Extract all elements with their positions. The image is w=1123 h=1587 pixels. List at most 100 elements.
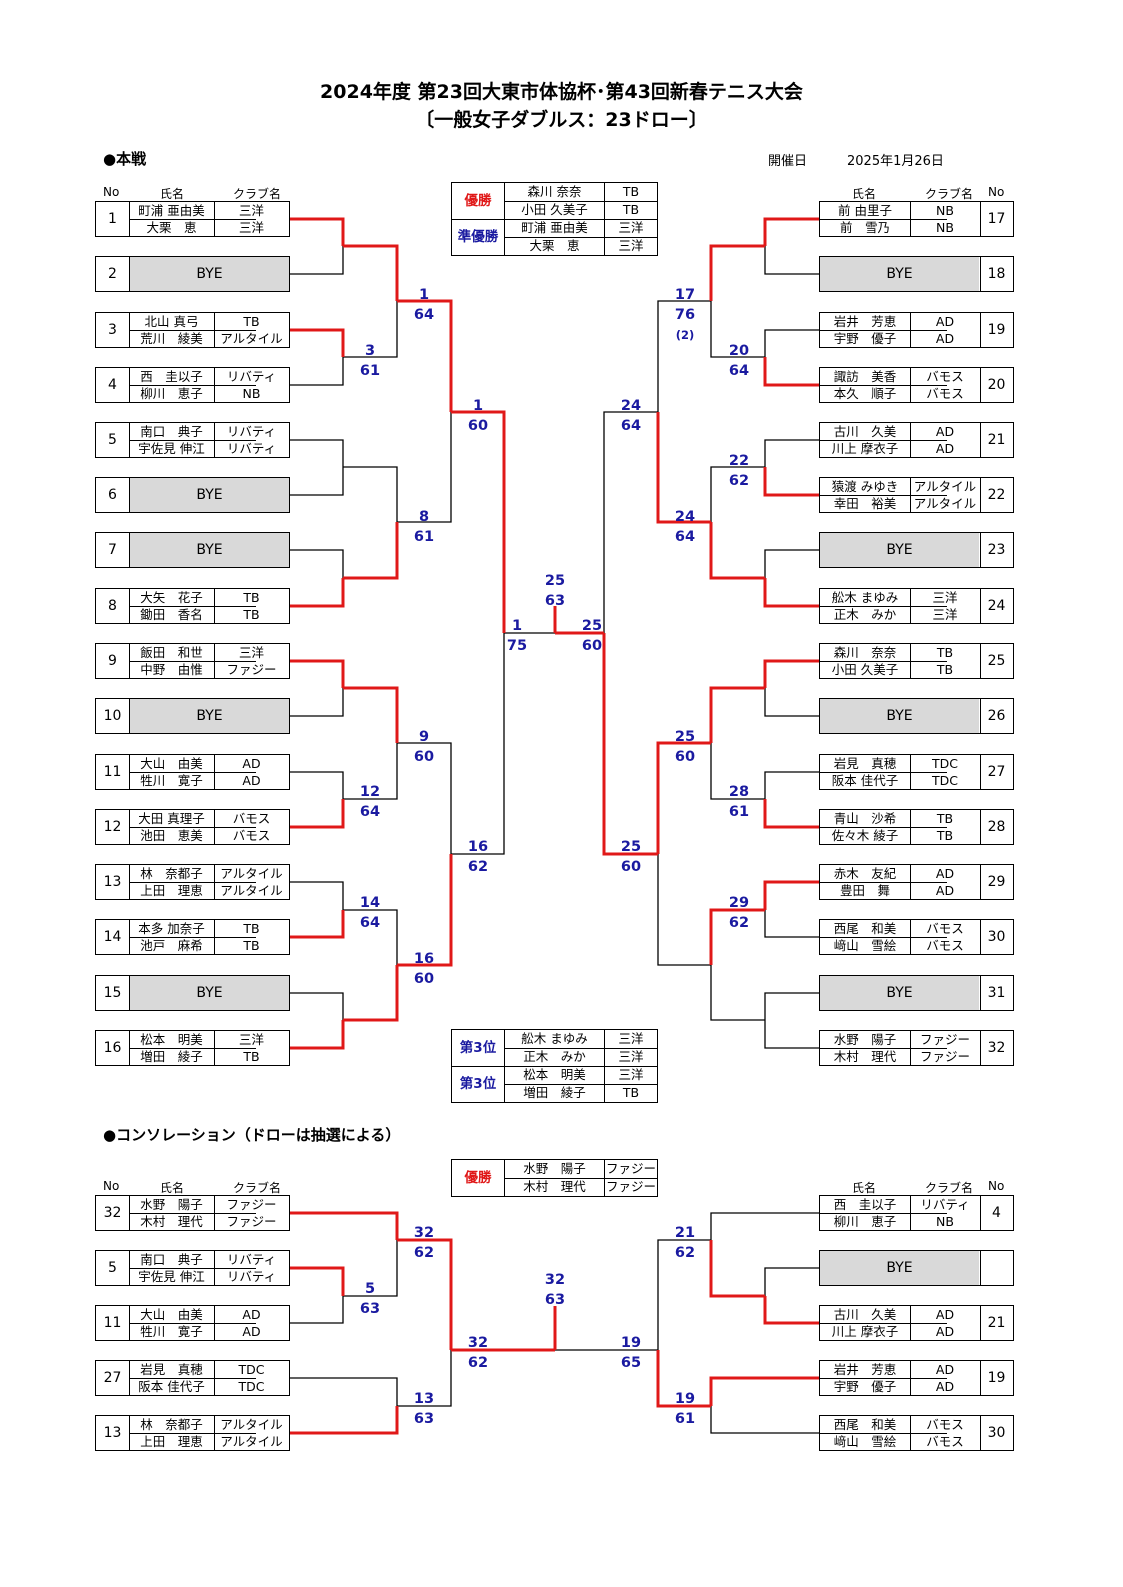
main-right-13-player-2: 豊田 舞 [839, 883, 890, 898]
main-right-6-seed-number: 22 [987, 487, 1006, 503]
main-right-3-divider-row [820, 330, 947, 331]
line-l-r2e [343, 686, 399, 743]
line-r-r1i [763, 659, 819, 688]
score-l4-result: 60 [413, 749, 435, 765]
main-left-16-club-2: TB [243, 1049, 260, 1064]
line-cr-c [763, 1296, 819, 1325]
third-a-player-1: 舩木 まゆみ [521, 1031, 588, 1046]
main-left-13-club-2: アルタイル [220, 883, 283, 898]
cons-left-4-club-1: TDC [238, 1362, 265, 1377]
main-right-12-seed-number: 28 [987, 819, 1006, 835]
score-r9-winner: 25 [620, 839, 642, 855]
main-left-16-player-2: 増田 綾子 [140, 1049, 203, 1064]
score-r4-result: 64 [674, 529, 696, 545]
main-right-3-player-1: 岩井 芳恵 [833, 314, 897, 329]
line-r-r2f [710, 743, 765, 800]
cons-left-1-divider-row [129, 1213, 256, 1214]
cons-right-4-player-2: 宇野 優子 [833, 1379, 897, 1394]
cons-header-name-left: 氏名 [160, 1181, 185, 1195]
score-r10-result: 60 [581, 638, 603, 654]
main-left-2-divider [129, 257, 130, 291]
runnerup-club-1: 三洋 [618, 220, 644, 235]
main-right-4-club-2: バモス [926, 386, 964, 401]
cons-right-4-divider-row [820, 1378, 947, 1379]
cons-right-2-bye: BYE [820, 1251, 979, 1285]
score-cf-result: 63 [544, 1292, 566, 1308]
results-box-consolation: 優勝 水野 陽子 ファジー 木村 理代 ファジー [451, 1159, 658, 1197]
main-right-9-player-1: 森川 奈奈 [833, 645, 897, 660]
third-label-a: 第3位 [459, 1040, 497, 1056]
score-r5-result: 60 [674, 749, 696, 765]
main-right-7-seed-number: 23 [987, 542, 1006, 558]
line-l-r2d [343, 522, 399, 580]
main-right-12-club-1: TB [936, 811, 954, 826]
cons-right-2-entry: BYE [819, 1250, 1014, 1286]
main-right-11-player-2: 阪本 佳代子 [831, 773, 899, 788]
line-r-r1a [763, 217, 819, 246]
main-right-5-player-1: 古川 久美 [833, 424, 897, 439]
cons-left-1-club-1: ファジー [226, 1197, 277, 1212]
main-left-8-divider-row [129, 606, 256, 607]
main-right-4-player-1: 諏訪 美香 [833, 369, 897, 384]
cons-left-5-club-1: アルタイル [220, 1417, 283, 1432]
champion-player-2: 小田 久美子 [521, 202, 588, 217]
line-l-r4b [451, 633, 505, 855]
main-right-5-player-2: 川上 摩衣子 [831, 441, 899, 456]
main-right-9-divider [980, 644, 981, 678]
main-right-12-player-1: 青山 沙希 [833, 811, 897, 826]
main-left-1-seed-number: 1 [108, 211, 117, 227]
main-left-11-club-1: AD [242, 756, 261, 771]
cons-left-3-player-1: 大山 由美 [140, 1307, 203, 1322]
third-b-club-2: TB [622, 1085, 640, 1100]
main-right-1-player-2: 前 雪乃 [839, 220, 890, 235]
cons-right-1-player-2: 柳川 恵子 [833, 1214, 897, 1229]
main-right-4-divider-row [820, 385, 947, 386]
score-l1-result: 64 [413, 307, 435, 323]
main-right-8-player-2: 正木 みか [833, 607, 897, 622]
third-a-club-1: 三洋 [618, 1031, 644, 1046]
main-left-13-divider-row [129, 882, 256, 883]
line-l-r1g [290, 549, 344, 578]
main-right-7-bye: BYE [820, 533, 979, 567]
score-l5-winner: 12 [359, 784, 381, 800]
main-right-15-seed-number: 31 [987, 985, 1006, 1001]
line-r-r3c [656, 741, 711, 854]
main-right-3-player-2: 宇野 優子 [833, 331, 897, 346]
main-right-6-club-2: アルタイル [913, 496, 977, 511]
main-right-9-club-2: TB [936, 662, 954, 677]
score-r1-winner: 17 [674, 287, 696, 303]
third-b-club-1: 三洋 [618, 1067, 644, 1082]
cons-right-4-player-1: 岩井 芳恵 [833, 1362, 897, 1377]
score-r9-result: 60 [620, 859, 642, 875]
cons-left-1-seed-number: 32 [103, 1205, 122, 1221]
main-right-5-divider [980, 423, 981, 457]
score-r8-result: 64 [620, 418, 642, 434]
line-r-r1o [764, 992, 819, 1020]
main-left-4-player-2: 柳川 恵子 [140, 386, 203, 401]
score-l8-winner: 1 [472, 398, 484, 414]
score-l9-winner: 16 [467, 839, 489, 855]
main-right-16-divider [980, 1031, 981, 1065]
main-right-13-divider [980, 865, 981, 899]
main-left-14-club-2: TB [243, 938, 260, 953]
main-left-5-seed-number: 5 [108, 432, 117, 448]
score-cr1-result: 62 [674, 1245, 696, 1261]
cons-right-4-divider [980, 1361, 981, 1395]
line-l-r2g [343, 909, 398, 965]
cons-champion-club-1: ファジー [605, 1161, 656, 1176]
main-left-1-club-2: 三洋 [238, 220, 264, 235]
main-left-2-bye: BYE [130, 257, 289, 291]
score-r8-winner: 24 [620, 398, 642, 414]
cons-left-2-club-1: リバティ [226, 1252, 277, 1267]
cons-left-3-divider-row [129, 1323, 256, 1324]
main-left-7-bye: BYE [130, 533, 289, 567]
main-right-5-seed-number: 21 [987, 432, 1006, 448]
third-b-player-2: 増田 綾子 [523, 1085, 586, 1100]
